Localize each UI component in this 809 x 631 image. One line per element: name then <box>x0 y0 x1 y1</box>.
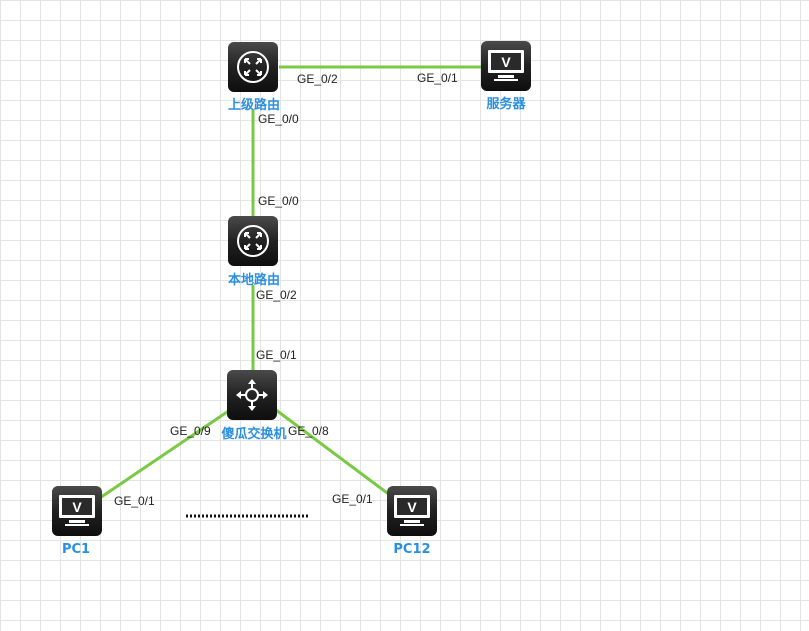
local-router-node[interactable]: 本地路由 <box>228 216 280 288</box>
port-label: GE_0/0 <box>258 112 299 126</box>
link-switch-pc1[interactable] <box>81 408 231 512</box>
port-label: GE_0/2 <box>256 288 297 302</box>
local-router-label: 本地路由 <box>228 272 280 288</box>
port-label: GE_0/1 <box>417 71 458 85</box>
pc1-node[interactable]: PC1 <box>52 486 102 557</box>
port-label: GE_0/2 <box>297 72 338 86</box>
switch-node[interactable]: 傻瓜交换机 <box>221 370 287 442</box>
port-label: GE_0/1 <box>256 348 297 362</box>
switch-label: 傻瓜交换机 <box>221 426 286 442</box>
pc1-label: PC1 <box>62 542 90 557</box>
upper-router-label: 上级路由 <box>228 97 280 113</box>
port-label: GE_0/8 <box>288 424 329 438</box>
upper-router-node[interactable]: 上级路由 <box>228 42 280 113</box>
port-label: GE_0/9 <box>170 424 211 438</box>
port-label: GE_0/1 <box>114 494 155 508</box>
server-label: 服务器 <box>486 96 526 112</box>
server-node[interactable]: 服务器 <box>481 41 531 112</box>
router-icon[interactable] <box>228 42 278 92</box>
pc12-label: PC12 <box>393 542 430 557</box>
port-label: GE_0/1 <box>332 492 373 506</box>
pc12-node[interactable]: PC12 <box>387 486 437 557</box>
router-icon[interactable] <box>228 216 278 266</box>
switch-icon[interactable] <box>227 370 277 420</box>
port-label: GE_0/0 <box>258 194 299 208</box>
